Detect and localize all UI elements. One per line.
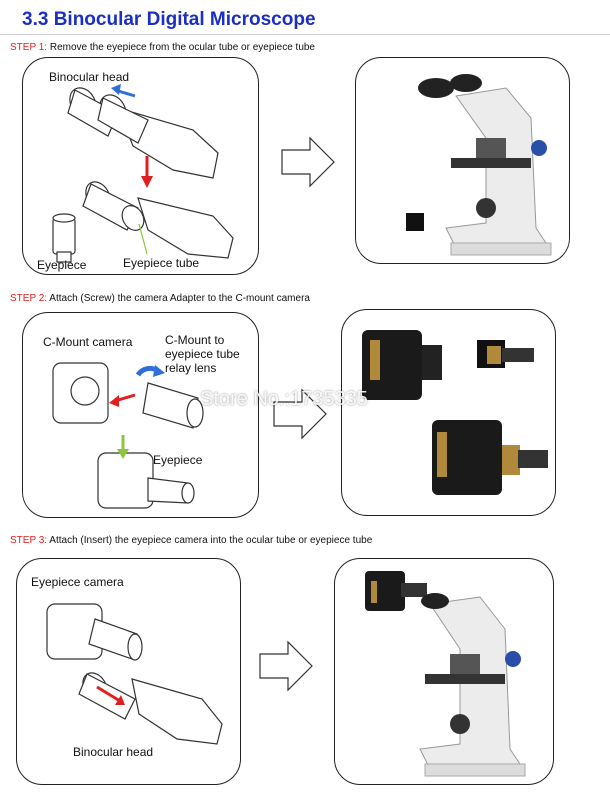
step-2-heading: STEP 2: Attach (Screw) the camera Adapte… [10, 293, 310, 304]
label-eyepiece-tube: Eyepiece tube [123, 256, 200, 270]
step-1-number: STEP 1: [10, 42, 48, 53]
microscope-with-camera-photo [365, 571, 526, 777]
camera-adapter-photo [362, 330, 548, 495]
label-relay-lens: C-Mount to eyepiece tube relay lens [165, 333, 240, 375]
label-eyepiece: Eyepiece [37, 258, 87, 272]
right-arrow-icon [281, 136, 335, 188]
step-1-photo-panel [355, 57, 570, 264]
step-2-photo-panel [341, 309, 556, 516]
label-cmount-camera: C-Mount camera [43, 335, 133, 349]
step-3-diagram-panel: Eyepiece camera Binocular head [16, 558, 241, 785]
eyepiece-camera-diagram [46, 603, 223, 745]
step-2-number: STEP 2: [10, 293, 48, 304]
label-eyepiece-camera: Eyepiece camera [31, 575, 124, 589]
step-3-text: Attach (Insert) the eyepiece camera into… [47, 535, 373, 546]
microscope-photo [406, 74, 552, 256]
cmount-diagram [52, 362, 204, 509]
step-3-heading: STEP 3: Attach (Insert) the eyepiece cam… [10, 535, 372, 546]
label-binocular-head: Binocular head [49, 70, 130, 84]
step-1-text: Remove the eyepiece from the ocular tube… [47, 42, 315, 53]
store-watermark: Store No.:1735335 [200, 388, 368, 410]
binocular-head-diagram [52, 84, 234, 263]
label-eyepiece-2: Eyepiece [153, 453, 203, 467]
step-2-diagram-panel: C-Mount camera C-Mount to eyepiece tube … [22, 312, 259, 518]
title-bar: 3.3 Binocular Digital Microscope [0, 0, 610, 35]
step-3-photo-panel [334, 558, 554, 785]
right-arrow-icon [259, 640, 313, 692]
step-1-diagram-panel: Binocular head Eyepiece Eyepiece tube [22, 57, 259, 275]
step-3-number: STEP 3: [10, 535, 48, 546]
page-title: 3.3 Binocular Digital Microscope [22, 9, 316, 30]
step-2-text: Attach (Screw) the camera Adapter to the… [47, 293, 310, 304]
step-1-heading: STEP 1: Remove the eyepiece from the ocu… [10, 42, 315, 53]
right-arrow-icon [273, 388, 327, 440]
label-binocular-head-3: Binocular head [73, 745, 154, 759]
